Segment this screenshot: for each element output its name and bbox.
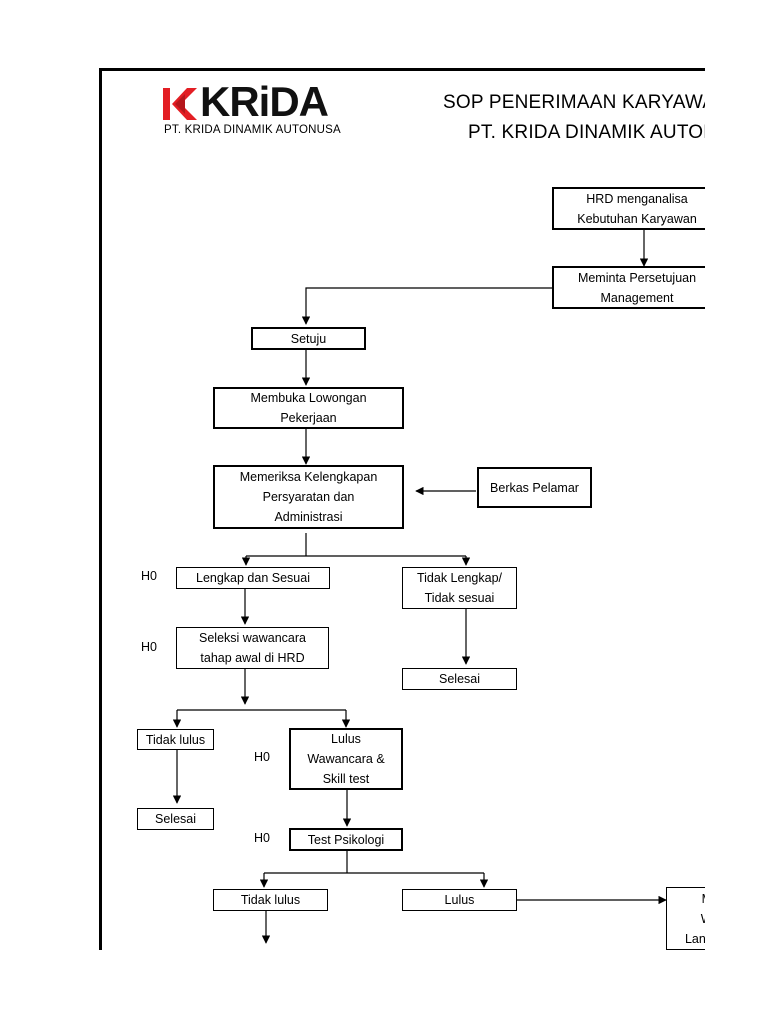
page-title-line1: SOP PENERIMAAN KARYAWAN [443, 92, 705, 113]
time-label-seleksi: H0 [141, 640, 157, 654]
time-label-psikologi: H0 [254, 831, 270, 845]
node-setuju: Setuju [251, 327, 366, 350]
node-selesai-1: Selesai [402, 668, 517, 690]
arrow-persetujuan-to-setuju [301, 287, 552, 325]
node-lulus-2: Lulus [402, 889, 517, 911]
node-lanjut: MeWaLanjut [666, 887, 705, 950]
krida-logo-icon [163, 88, 197, 120]
company-subtitle: PT. KRIDA DINAMIK AUTONUSA [164, 124, 341, 136]
page-title-line2: PT. KRIDA DINAMIK AUTONUSA [468, 122, 705, 143]
frame-left-border [99, 68, 102, 950]
logo-text: KRiDA [200, 78, 329, 125]
node-test-psikologi: Test Psikologi [289, 828, 403, 851]
time-label-lulus-wawancara: H0 [254, 750, 270, 764]
connector-lines [172, 229, 667, 944]
diagram-area: KRiDA PT. KRIDA DINAMIK AUTONUSA SOP PEN… [137, 78, 705, 950]
node-selesai-2: Selesai [137, 808, 214, 830]
time-label-lengkap: H0 [141, 569, 157, 583]
node-lengkap-sesuai: Lengkap dan Sesuai [176, 567, 330, 589]
node-tidak-lengkap: Tidak Lengkap/Tidak sesuai [402, 567, 517, 609]
node-berkas-pelamar: Berkas Pelamar [477, 467, 592, 508]
frame-top-border [99, 68, 705, 71]
node-tidak-lulus-1: Tidak lulus [137, 729, 214, 750]
node-tidak-lulus-2: Tidak lulus [213, 889, 328, 911]
